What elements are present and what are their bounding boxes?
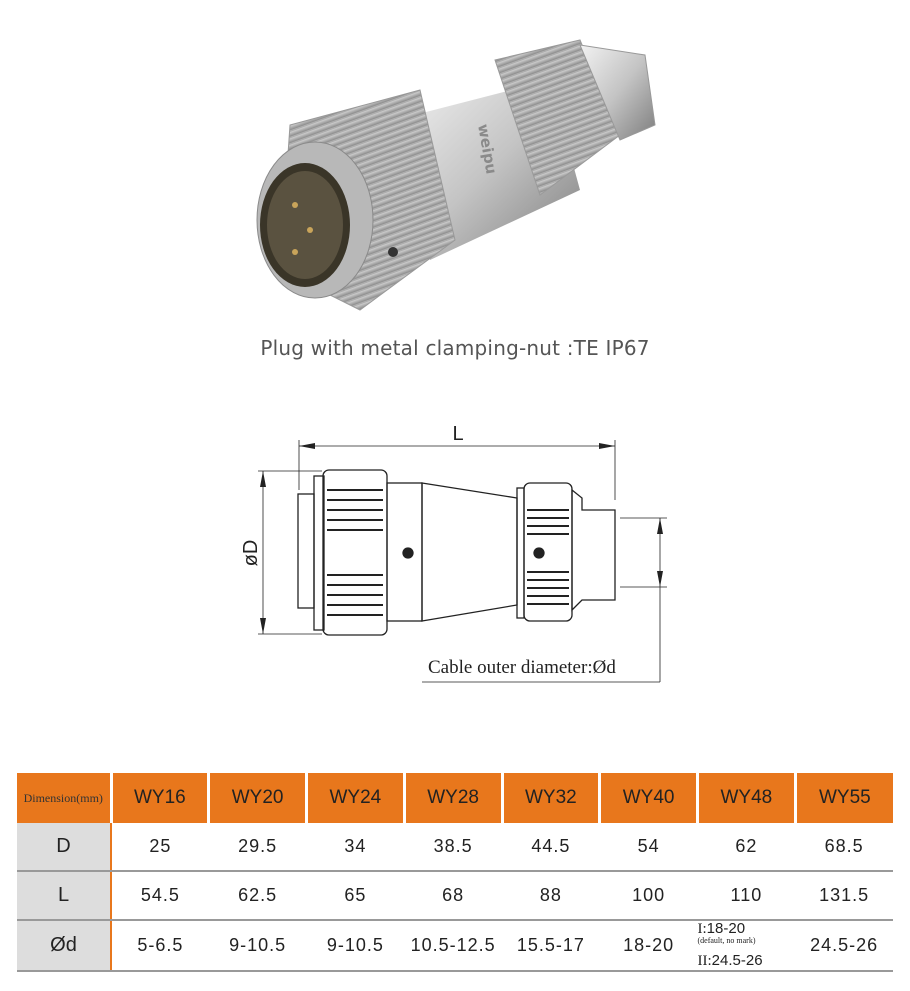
table-row-cable-diameter: Ød 5-6.5 9-10.5 9-10.5 10.5-12.5 15.5-17… bbox=[17, 920, 893, 972]
table-cell-wy48-cable: I:18-20(default, no mark) II:24.5-26 bbox=[697, 920, 796, 972]
connector-body: weipu bbox=[256, 39, 656, 311]
table-cell: 5-6.5 bbox=[111, 920, 209, 972]
table-cell: 100 bbox=[599, 871, 698, 921]
option-one-prefix: I: bbox=[697, 921, 707, 937]
table-cell: 62 bbox=[697, 823, 796, 872]
product-photo: weipu bbox=[256, 39, 656, 311]
table-cell: 54 bbox=[599, 823, 698, 872]
product-caption: Plug with metal clamping-nut :TE IP67 bbox=[260, 336, 650, 360]
model-header: WY32 bbox=[500, 773, 600, 823]
model-header: WY28 bbox=[402, 773, 502, 823]
model-header: WY24 bbox=[305, 773, 405, 823]
table-cell: 65 bbox=[306, 871, 405, 921]
table-cell: 68 bbox=[404, 871, 502, 921]
length-label: L bbox=[452, 423, 463, 445]
dimension-table: Dimension(mm) WY16 WY20 WY24 WY28 WY32 W… bbox=[17, 773, 893, 972]
option-two-value: 24.5-26 bbox=[711, 952, 763, 969]
table-row-l: L 54.5 62.5 65 68 88 100 110 131.5 bbox=[17, 871, 893, 921]
table-cell: 10.5-12.5 bbox=[404, 920, 502, 972]
model-header: WY16 bbox=[109, 773, 209, 823]
table-cell: 9-10.5 bbox=[208, 920, 307, 972]
table-row-d: D 25 29.5 34 38.5 44.5 54 62 68.5 bbox=[17, 823, 893, 872]
dimension-drawing: L øD Cable outer diameter:Ød bbox=[240, 423, 667, 683]
row-label: L bbox=[17, 871, 112, 921]
table-cell: 110 bbox=[697, 871, 796, 921]
table-cell: 24.5-26 bbox=[795, 920, 893, 972]
table-cell: 44.5 bbox=[502, 823, 600, 872]
model-header: WY40 bbox=[598, 773, 698, 823]
table-cell: 38.5 bbox=[404, 823, 502, 872]
option-one-value: 18-20 bbox=[706, 920, 746, 937]
table-cell: 131.5 bbox=[795, 871, 893, 921]
row-label: D bbox=[17, 823, 112, 872]
model-header: WY55 bbox=[793, 773, 893, 823]
row-label: Ød bbox=[17, 920, 112, 972]
table-cell: 18-20 bbox=[599, 920, 698, 972]
table-cell: 25 bbox=[111, 823, 209, 872]
table-cell: 68.5 bbox=[795, 823, 893, 872]
table-cell: 62.5 bbox=[208, 871, 307, 921]
model-header: WY48 bbox=[696, 773, 796, 823]
table-cell: 34 bbox=[306, 823, 405, 872]
table-cell: 54.5 bbox=[111, 871, 209, 921]
model-header: WY20 bbox=[207, 773, 307, 823]
dimension-header: Dimension(mm) bbox=[17, 773, 112, 823]
diameter-label: øD bbox=[240, 540, 262, 567]
table-cell: 9-10.5 bbox=[306, 920, 405, 972]
table-cell: 29.5 bbox=[208, 823, 307, 872]
table-cell: 88 bbox=[502, 871, 600, 921]
default-note: (default, no mark) bbox=[697, 936, 756, 945]
wy48-cable-options: I:18-20(default, no mark) II:24.5-26 bbox=[697, 920, 796, 970]
table-cell: 15.5-17 bbox=[502, 920, 600, 972]
cable-diameter-label: Cable outer diameter:Ød bbox=[428, 657, 616, 678]
table-header-row: Dimension(mm) WY16 WY20 WY24 WY28 WY32 W… bbox=[17, 773, 893, 823]
option-two-prefix: II: bbox=[697, 953, 712, 969]
